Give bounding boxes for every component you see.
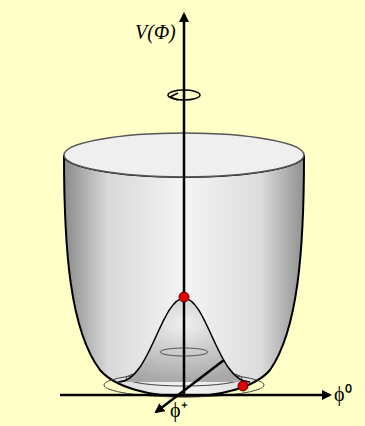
- field-axis-label: ϕ⁺: [170, 400, 188, 420]
- field-axis-label: ϕ⁰: [334, 384, 352, 404]
- potential-axis-label: V(Φ): [135, 22, 176, 42]
